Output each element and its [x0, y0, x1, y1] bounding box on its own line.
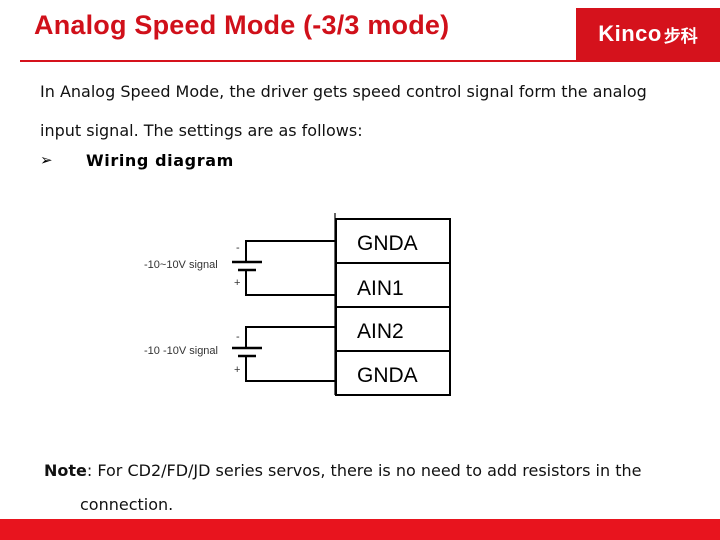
terminal-block — [335, 218, 451, 396]
note-line-1: Note: For CD2/FD/JD series servos, there… — [44, 454, 684, 488]
signal-source-2 — [232, 326, 336, 382]
source-2-label: -10 -10V signal — [144, 345, 218, 357]
source-1-minus: - — [236, 242, 240, 254]
intro-line-2: input signal. The settings are as follow… — [40, 121, 363, 140]
terminal-label-3: AIN2 — [357, 320, 404, 343]
note-line-2: connection. — [80, 495, 174, 514]
terminal-label-4: GNDA — [357, 364, 418, 387]
footer-bar — [0, 519, 720, 540]
terminal-cell-2 — [335, 262, 451, 308]
page-title: Analog Speed Mode (-3/3 mode) — [34, 10, 450, 40]
wiring-diagram-bullet: ➢ Wiring diagram — [40, 148, 234, 172]
intro-line-1: In Analog Speed Mode, the driver gets sp… — [40, 82, 647, 101]
kinco-logo: Kinco 步科 — [576, 8, 720, 60]
logo-cjk-text: 步科 — [663, 26, 698, 47]
source-2-plus: + — [234, 364, 240, 376]
source-1-label: -10~10V signal — [144, 259, 218, 271]
logo-text: Kinco — [598, 21, 662, 46]
note-paragraph: Note: For CD2/FD/JD series servos, there… — [44, 454, 684, 522]
terminal-cell-3 — [335, 306, 451, 352]
source-2-minus: - — [236, 331, 240, 343]
note-text-1: : For CD2/FD/JD series servos, there is … — [86, 461, 642, 480]
terminal-label-2: AIN1 — [357, 277, 404, 300]
note-label: Note — [44, 461, 87, 480]
terminal-label-1: GNDA — [357, 232, 418, 255]
intro-paragraph: In Analog Speed Mode, the driver gets sp… — [40, 72, 680, 150]
arrow-bullet-icon: ➢ — [40, 151, 53, 169]
title-divider — [20, 60, 720, 62]
source-1-plus: + — [234, 277, 240, 289]
wiring-diagram-heading: Wiring diagram — [86, 150, 234, 170]
terminal-cell-4 — [335, 350, 451, 396]
signal-source-1 — [232, 240, 336, 296]
